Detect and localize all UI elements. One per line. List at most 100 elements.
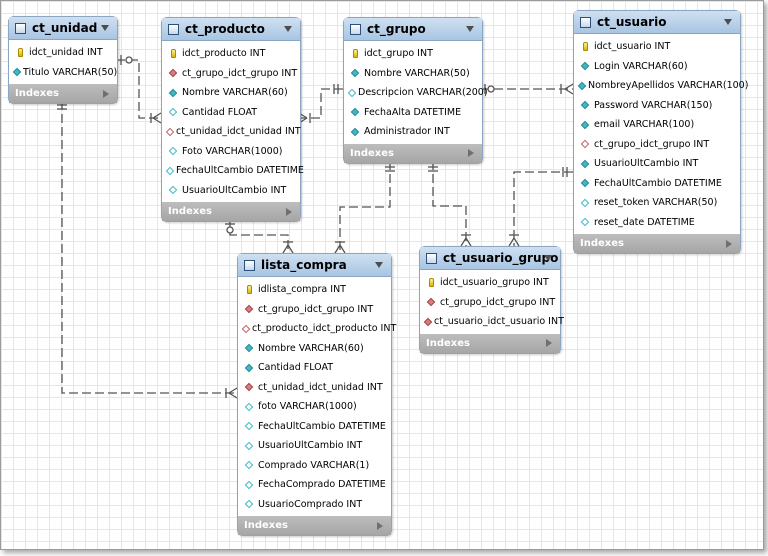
foreign-key-icon bbox=[167, 69, 179, 78]
column-row[interactable]: reset_token VARCHAR(50) bbox=[574, 193, 740, 213]
column-name: Password VARCHAR(150) bbox=[594, 99, 713, 111]
column-row[interactable]: ct_grupo_idct_grupo INT bbox=[162, 64, 300, 84]
expand-arrow-icon[interactable] bbox=[468, 149, 474, 157]
nullable-column-icon bbox=[579, 218, 591, 227]
column-row[interactable]: Comprado VARCHAR(1) bbox=[238, 456, 391, 476]
indexes-section[interactable]: Indexes bbox=[162, 202, 300, 221]
column-row[interactable]: UsuarioUltCambio INT bbox=[238, 436, 391, 456]
column-row[interactable]: idct_producto INT bbox=[162, 44, 300, 64]
column-row[interactable]: NombreyApellidos VARCHAR(100) bbox=[574, 76, 748, 96]
column-row[interactable]: reset_date DATETIME bbox=[574, 213, 740, 233]
key-icon bbox=[167, 49, 179, 59]
expand-arrow-icon[interactable] bbox=[286, 207, 292, 216]
collapse-arrow-icon[interactable] bbox=[101, 25, 109, 31]
collapse-arrow-icon[interactable] bbox=[544, 255, 552, 261]
column-name: FechaUltCambio DATETIME bbox=[594, 177, 722, 189]
expand-arrow-icon[interactable] bbox=[103, 89, 109, 98]
collapse-arrow-icon[interactable] bbox=[724, 19, 732, 25]
indexes-section[interactable]: Indexes bbox=[238, 516, 391, 535]
column-row[interactable]: idct_grupo INT bbox=[344, 44, 482, 64]
column-row[interactable]: ct_producto_idct_producto INT bbox=[238, 319, 396, 339]
column-row[interactable]: foto VARCHAR(1000) bbox=[238, 397, 391, 417]
expand-arrow-icon[interactable] bbox=[726, 239, 732, 248]
table-header[interactable]: ct_producto bbox=[162, 18, 300, 41]
column-name: ct_unidad_idct_unidad INT bbox=[258, 381, 383, 393]
collapse-arrow-icon[interactable] bbox=[375, 262, 383, 268]
indexes-section[interactable]: Indexes bbox=[420, 333, 560, 353]
column-row[interactable]: Titulo VARCHAR(50) bbox=[9, 63, 117, 83]
column-list: idct_producto INT ct_grupo_idct_grupo INT… bbox=[162, 41, 304, 202]
column-row[interactable]: idct_unidad INT bbox=[9, 43, 117, 63]
table-header[interactable]: ct_usuario bbox=[574, 11, 740, 34]
nullable-foreign-key-icon bbox=[165, 127, 175, 136]
column-row[interactable]: ct_usuario_idct_usuario INT bbox=[420, 312, 564, 332]
column-name: ct_producto_idct_producto INT bbox=[252, 323, 397, 335]
column-row[interactable]: Login VARCHAR(60) bbox=[574, 57, 740, 77]
indexes-section[interactable]: Indexes bbox=[344, 143, 482, 163]
collapse-arrow-icon[interactable] bbox=[466, 26, 474, 32]
table-ct-usuario-grupo[interactable]: ct_usuario_grupo idct_usuario_grupo INT c… bbox=[419, 246, 564, 354]
column-row[interactable]: UsuarioComprado INT bbox=[238, 495, 391, 515]
collapse-arrow-icon[interactable] bbox=[284, 26, 292, 32]
column-row[interactable]: Password VARCHAR(150) bbox=[574, 96, 740, 116]
indexes-label: Indexes bbox=[350, 147, 394, 159]
expand-arrow-icon[interactable] bbox=[546, 339, 552, 347]
column-name: idct_usuario_grupo INT bbox=[440, 277, 549, 289]
table-icon bbox=[580, 16, 591, 28]
table-ct-producto[interactable]: ct_producto idct_producto INT ct_grupo_id… bbox=[161, 17, 304, 222]
column-row[interactable]: FechaUltCambio DATETIME bbox=[238, 417, 391, 437]
column-row[interactable]: ct_unidad_idct_unidad INT bbox=[238, 378, 391, 398]
column-row[interactable]: FechaComprado DATETIME bbox=[238, 475, 391, 495]
nullable-column-icon bbox=[243, 461, 255, 470]
column-row[interactable]: FechaUltCambio DATETIME bbox=[574, 174, 740, 194]
column-icon bbox=[243, 363, 255, 372]
column-row[interactable]: ct_grupo_idct_grupo INT bbox=[238, 300, 391, 320]
table-name: ct_usuario_grupo bbox=[443, 251, 559, 265]
column-row[interactable]: ct_unidad_idct_unidad INT bbox=[162, 122, 301, 142]
column-row[interactable]: idct_usuario_grupo INT bbox=[420, 273, 560, 293]
column-row[interactable]: Cantidad FLOAT bbox=[238, 358, 391, 378]
table-header[interactable]: lista_compra bbox=[238, 254, 391, 277]
nullable-column-icon bbox=[347, 88, 357, 97]
nullable-column-icon bbox=[243, 500, 255, 509]
table-header[interactable]: ct_usuario_grupo bbox=[420, 247, 560, 270]
column-row[interactable]: Nombre VARCHAR(50) bbox=[344, 64, 482, 84]
column-row[interactable]: email VARCHAR(100) bbox=[574, 115, 740, 135]
column-row[interactable]: FechaAlta DATETIME bbox=[344, 103, 482, 123]
column-name: ct_grupo_idct_grupo INT bbox=[182, 67, 298, 79]
column-row[interactable]: Administrador INT bbox=[344, 122, 482, 142]
column-row[interactable]: idct_usuario INT bbox=[574, 37, 740, 57]
column-row[interactable]: UsuarioUltCambio INT bbox=[574, 154, 740, 174]
column-row[interactable]: Cantidad FLOAT bbox=[162, 103, 300, 123]
column-row[interactable]: Descripcion VARCHAR(200) bbox=[344, 83, 488, 103]
column-row[interactable]: idlista_compra INT bbox=[238, 280, 391, 300]
indexes-label: Indexes bbox=[168, 206, 212, 217]
table-header[interactable]: ct_unidad bbox=[9, 17, 117, 40]
foreign-key-icon bbox=[423, 317, 433, 326]
column-row[interactable]: Foto VARCHAR(1000) bbox=[162, 142, 300, 162]
column-name: Nombre VARCHAR(60) bbox=[258, 342, 364, 354]
column-row[interactable]: Nombre VARCHAR(60) bbox=[238, 339, 391, 359]
column-row[interactable]: FechaUltCambio DATETIME bbox=[162, 161, 304, 181]
indexes-section[interactable]: Indexes bbox=[574, 234, 740, 253]
key-icon bbox=[349, 49, 361, 59]
column-name: idct_producto INT bbox=[182, 48, 266, 60]
foreign-key-icon bbox=[243, 383, 255, 392]
nullable-column-icon bbox=[243, 422, 255, 431]
column-row[interactable]: Nombre VARCHAR(60) bbox=[162, 83, 300, 103]
column-name: reset_date DATETIME bbox=[594, 216, 695, 228]
indexes-section[interactable]: Indexes bbox=[9, 84, 117, 103]
column-icon bbox=[349, 108, 361, 117]
table-header[interactable]: ct_grupo bbox=[344, 18, 482, 41]
column-name: reset_token VARCHAR(50) bbox=[594, 197, 718, 209]
relationship-unidad-producto bbox=[116, 59, 161, 119]
column-row[interactable]: UsuarioUltCambio INT bbox=[162, 181, 300, 201]
expand-arrow-icon[interactable] bbox=[377, 521, 383, 530]
column-row[interactable]: ct_grupo_idct_grupo INT bbox=[420, 293, 560, 313]
column-row[interactable]: ct_grupo_idct_grupo INT bbox=[574, 135, 740, 155]
